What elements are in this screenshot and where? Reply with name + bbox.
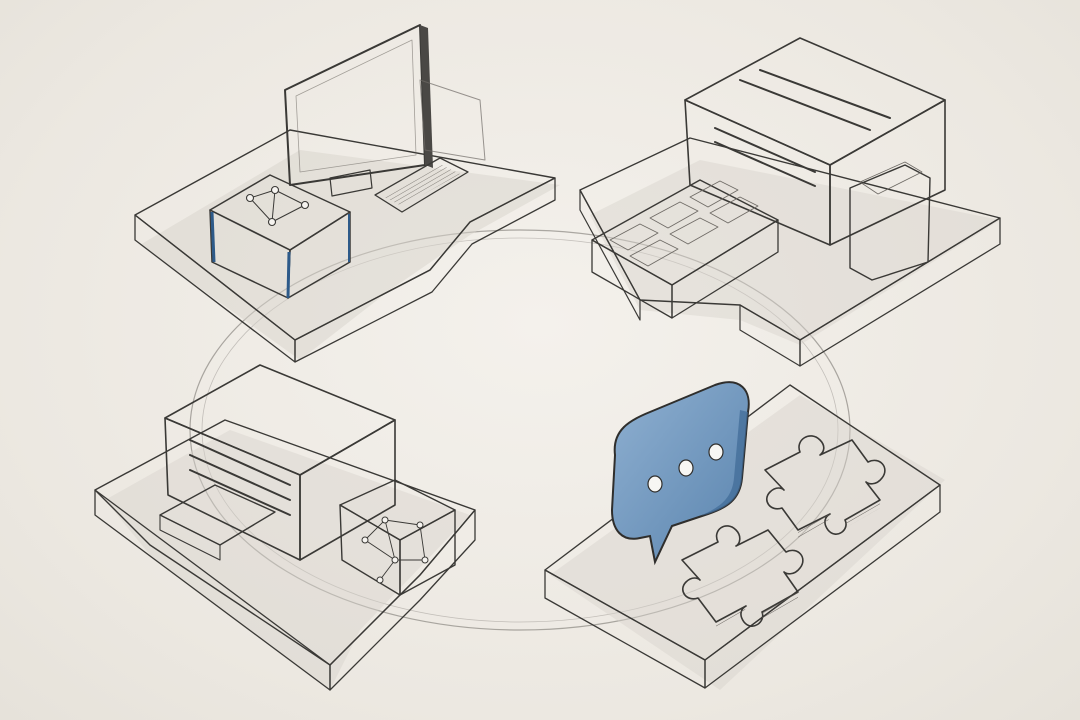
keyboard-icon <box>374 157 469 213</box>
platform-collaboration <box>544 381 945 690</box>
printer-icon <box>159 364 396 561</box>
platform-printing-press <box>579 37 1001 367</box>
connecting-ring <box>189 229 851 631</box>
chat-bubble-icon <box>610 381 750 566</box>
document-stack-icon <box>591 179 779 319</box>
platform-printer <box>94 364 476 691</box>
network-cube-icon <box>339 479 456 596</box>
computer-monitor-icon <box>284 24 486 197</box>
platform-computer <box>134 24 560 363</box>
puzzle-piece-icon <box>764 435 886 538</box>
puzzle-piece-icon <box>681 525 804 630</box>
network-cube-icon <box>209 174 351 299</box>
printing-press-icon <box>684 37 946 281</box>
